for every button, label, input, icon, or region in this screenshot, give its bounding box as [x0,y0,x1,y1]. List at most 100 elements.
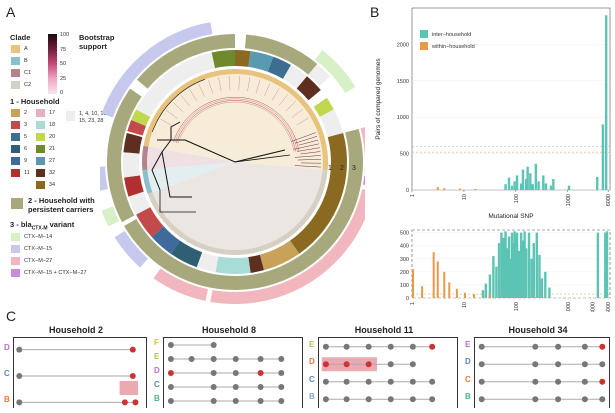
bar-inter-household [552,179,554,190]
household-swatch [36,121,45,129]
panel-label-a: A [6,4,15,20]
sample-dot [258,356,264,362]
positive-sample-dot [599,379,605,385]
clade-item: C1 [11,69,31,77]
persistent-swatch [11,198,23,209]
x-tick-label: 10 [462,194,468,200]
household-label: 9 [24,158,27,164]
participant-label: D [309,357,315,366]
participant-label: B [154,394,160,403]
household-item: 21 [36,145,55,153]
bar-within-household [489,295,491,298]
bar-inter-household [489,274,491,298]
bar-inter-household [516,233,518,298]
household-item: 2 [11,109,27,117]
clade-label: C2 [24,82,31,88]
sample-dot [429,379,435,385]
sample-dot [532,344,538,350]
sample-dot [278,370,284,376]
bar-inter-household [538,255,540,298]
sample-dot [555,396,561,402]
household-ring-segment [123,152,140,177]
sample-dot [582,361,588,367]
sample-dot [479,379,485,385]
participant-label: B [309,392,315,401]
bar-within-household [456,289,458,298]
household-swatch [11,109,20,117]
bar-inter-household [529,173,531,190]
bar-inter-household [498,243,500,298]
clade-swatch [11,57,20,65]
bar-inter-household [536,233,538,298]
bar-inter-household [528,233,530,298]
bar-within-household [433,252,435,298]
participant-label: C [309,375,315,384]
variant-swatch [11,233,20,241]
bar-inter-household [495,267,497,298]
bar-inter-household [541,278,543,298]
household-item: 5 [11,133,27,141]
positive-sample-dot [130,373,136,379]
household-label: 32 [49,170,55,176]
sample-dot [211,398,217,404]
y-tick-label: 300 [400,257,409,263]
household-swatch [36,133,45,141]
x-tick-label: 6000 [606,302,612,312]
sample-dot [410,396,416,402]
household-item: 32 [36,169,55,177]
sample-dot [532,361,538,367]
household-swatch [36,145,45,153]
sample-dot [344,396,350,402]
household-timeline-svg [164,338,302,408]
bar-within-household [459,189,461,190]
bootstrap-tick-label: 100 [60,32,69,38]
sample-dot [429,396,435,402]
bar-within-household [412,269,414,298]
bar-inter-household [550,186,552,190]
y-tick-label: 0 [406,296,409,302]
participant-label: E [465,340,470,349]
sample-dot [168,342,174,348]
household-swatch [11,145,20,153]
sample-dot [168,356,174,362]
bootstrap-tick-label: 25 [60,76,66,82]
bar-inter-household [606,231,608,298]
bootstrap-tick-label: 75 [60,47,66,53]
legend-swatch [420,30,428,38]
variant-item: CTX−M−15 + CTX−M−27 [11,269,87,277]
bar-within-household [437,187,439,190]
household-timeline-svg [14,338,146,408]
legend-persistent-title: 2 - Household with persistent carriers [28,196,95,214]
sample-dot [388,361,394,367]
y-tick-label: 500 [400,231,409,237]
y-tick-label: 1000 [397,115,409,121]
participant-label: E [154,352,159,361]
bar-inter-household [530,259,532,298]
variant-swatch [11,257,20,265]
y-tick-label: 2000 [397,42,409,48]
sample-dot [555,379,561,385]
variant-label: CTX−M−15 [24,246,52,252]
variant-item: CTX−M−27 [11,257,52,265]
positive-sample-dot [130,347,136,353]
variant-item: CTX−M−14 [11,233,52,241]
sample-dot [233,384,239,390]
sample-dot [599,396,605,402]
sample-dot [582,396,588,402]
household-label: 6 [24,146,27,152]
sample-dot [211,370,217,376]
household-panel-title: Household 34 [466,325,610,335]
clade-swatch [11,45,20,53]
y-tick-label: 500 [400,152,409,158]
participant-label: B [465,392,471,401]
x-tick-label: 6000 [606,194,612,206]
bar-within-household [473,294,475,298]
sample-dot [211,342,217,348]
household-label: 11 [24,170,30,176]
sample-dot [16,347,22,353]
household-item: 18 [36,121,55,129]
household-ring-segment [216,257,251,274]
sample-dot [366,396,372,402]
positive-sample-dot [429,344,435,350]
